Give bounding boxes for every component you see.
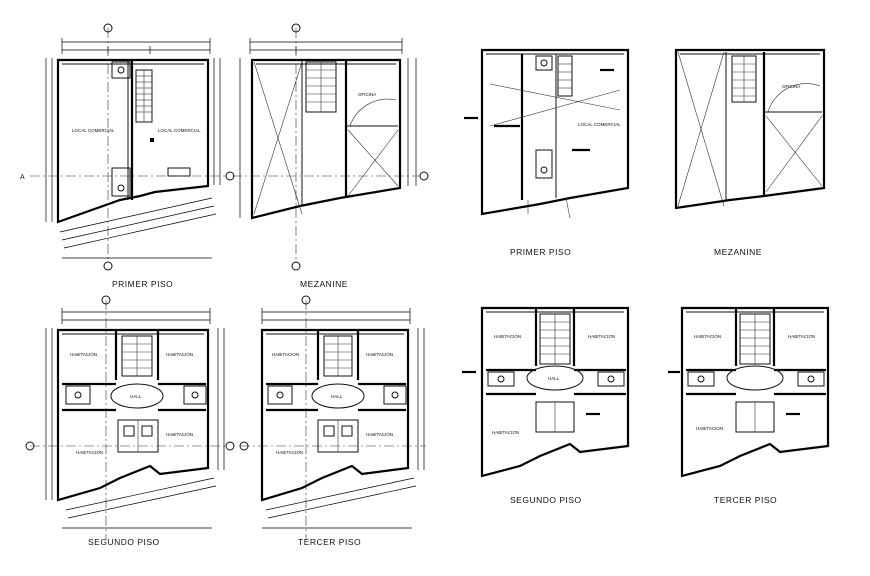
- room-label: HABITACION: [366, 352, 393, 357]
- room-label: HALL: [331, 394, 343, 399]
- room-label: HABITACION: [494, 334, 521, 339]
- plan-segundo-piso-left: HALL HABITACION HABITACION HABITACION HA…: [25, 295, 235, 547]
- plan-tercer-piso-left: HALL HABITACION HABITACION HABITACION HA…: [239, 295, 426, 547]
- room-label: HABITACION: [696, 426, 723, 431]
- plan-primer-piso-right: LOCAL COMERCIAL PRIMER PISO: [464, 48, 630, 257]
- room-label: HABITACION: [70, 352, 97, 357]
- plan-title: SEGUNDO PISO: [88, 537, 160, 547]
- plan-tercer-piso-right: HABITACION HABITACION HABITACION TERCER …: [668, 306, 830, 505]
- plan-title: PRIMER PISO: [510, 247, 571, 257]
- plan-primer-piso-left: LOCAL COMERCIAL LOCAL COMERCIAL A PRIMER…: [20, 23, 235, 289]
- room-label: HABITACION: [366, 432, 393, 437]
- plan-segundo-piso-right: HALL HABITACION HABITACION HABITACION SE…: [462, 306, 630, 505]
- room-label: HABITACION: [492, 430, 519, 435]
- room-label: HABITACION: [166, 352, 193, 357]
- room-label: OFICINA: [782, 84, 800, 89]
- room-label: LOCAL COMERCIAL: [578, 122, 621, 127]
- room-label: LOCAL COMERCIAL: [72, 128, 115, 133]
- room-label: HABITACION: [788, 334, 815, 339]
- plan-mezanine-left: OFICINA MEZANINE: [232, 23, 429, 289]
- room-label: HABITACION: [694, 334, 721, 339]
- plan-title: TERCER PISO: [714, 495, 777, 505]
- plan-title: TERCER PISO: [298, 537, 361, 547]
- room-label: HABITACION: [272, 352, 299, 357]
- plan-title: MEZANINE: [300, 279, 348, 289]
- plan-title: PRIMER PISO: [112, 279, 173, 289]
- room-label: LOCAL COMERCIAL: [158, 128, 201, 133]
- room-label: HABITACION: [276, 450, 303, 455]
- plan-title: MEZANINE: [714, 247, 762, 257]
- room-label: HABITACION: [588, 334, 615, 339]
- plan-mezanine-right: OFICINA MEZANINE: [674, 48, 826, 257]
- plan-title: SEGUNDO PISO: [510, 495, 582, 505]
- room-label: HABITACION: [166, 432, 193, 437]
- room-label: HALL: [548, 376, 560, 381]
- axis-label: A: [20, 174, 25, 181]
- room-label: HALL: [130, 394, 142, 399]
- room-label: HABITACION: [76, 450, 103, 455]
- room-label: OFICINA: [358, 92, 376, 97]
